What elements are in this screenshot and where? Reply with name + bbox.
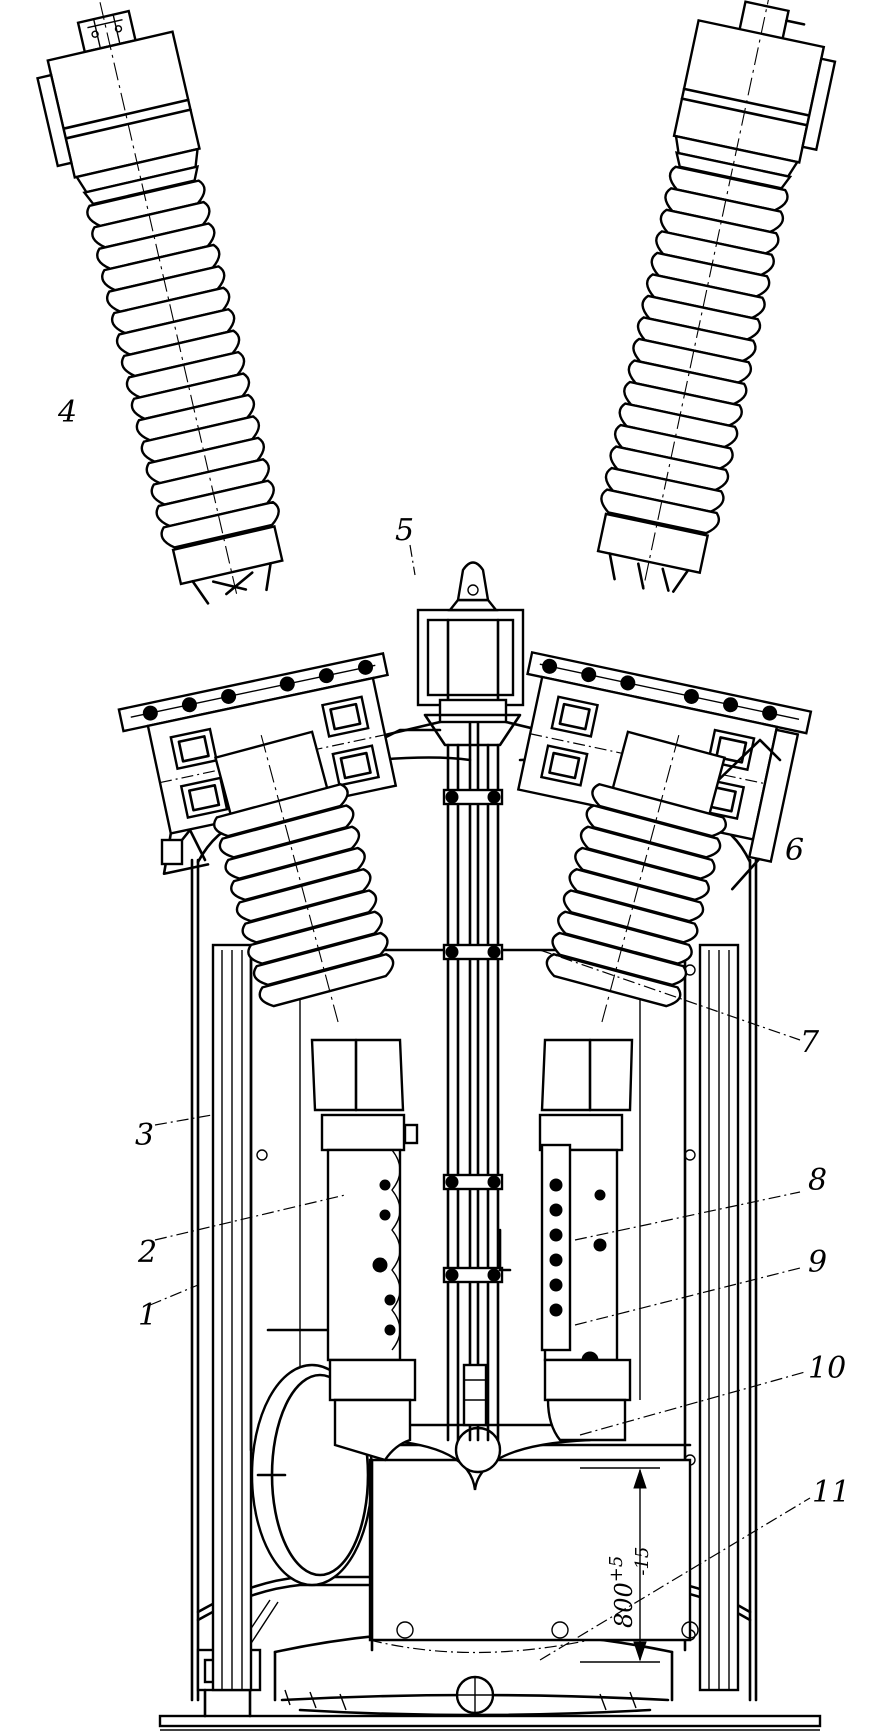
right-bushing-outer [596, 0, 837, 593]
part-labels: 1 2 3 4 5 6 7 8 9 10 11 [57, 395, 850, 1510]
left-bushing-inner [211, 730, 405, 1112]
right-arc-interrupter [538, 1113, 632, 1442]
drive-rod [442, 598, 512, 1442]
right-bushing-inner [540, 730, 729, 1112]
tank-body [158, 756, 822, 1731]
lower-bracket [367, 1423, 699, 1652]
label-4: 4 [57, 395, 77, 430]
dimension-base: 800 [610, 1582, 638, 1628]
insulating-boards-left [211, 943, 253, 1692]
dimension-upper: +5 [606, 1556, 627, 1583]
label-2: 2 [137, 1235, 157, 1270]
insulating-boards-right [698, 943, 740, 1692]
left-arc-interrupter [320, 1113, 419, 1462]
dimension-lower: -15 [632, 1547, 653, 1576]
label-10: 10 [808, 1351, 846, 1386]
label-3: 3 [135, 1118, 154, 1153]
label-11: 11 [812, 1475, 850, 1510]
svg-text:800+5-15: 800+5-15 [606, 1547, 653, 1628]
label-1: 1 [138, 1298, 157, 1333]
leader-lines [149, 544, 811, 1661]
label-6: 6 [785, 833, 804, 868]
left-bushing-outer [36, 2, 284, 605]
dimension-800: 800+5-15 [580, 1467, 660, 1663]
label-5: 5 [395, 513, 414, 548]
label-8: 8 [808, 1163, 827, 1198]
label-9: 9 [808, 1245, 827, 1280]
label-7: 7 [800, 1025, 820, 1060]
